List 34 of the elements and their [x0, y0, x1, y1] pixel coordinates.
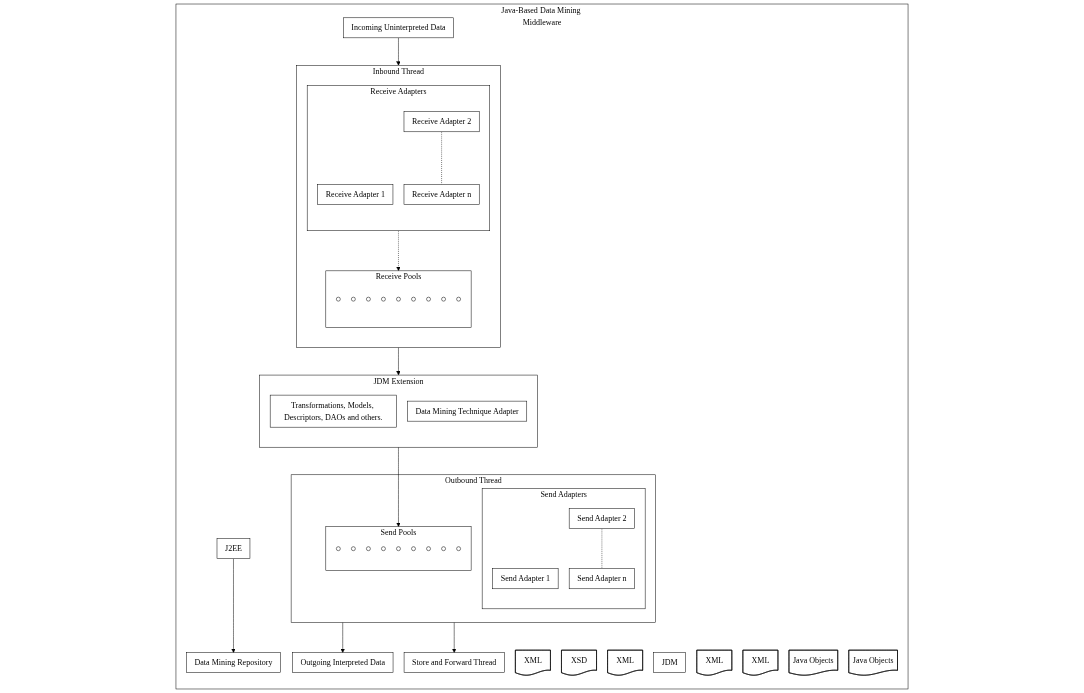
cluster: Send Pools [325, 526, 472, 571]
node-box: J2EE [216, 538, 251, 559]
node-circle [351, 296, 356, 302]
node-circle [441, 296, 446, 302]
node-circle [381, 296, 386, 302]
node-box: Data Mining Repository [186, 652, 281, 673]
node-circle [426, 296, 431, 302]
node-box: Store and Forward Thread [403, 652, 505, 673]
node-box: Send Adapter 1 [492, 568, 559, 590]
node-circle [441, 546, 446, 551]
node-box: JDM [653, 652, 686, 673]
node-circle [396, 296, 401, 302]
node-box: Incoming Uninterpreted Data [343, 17, 454, 39]
cluster: Receive Pools [325, 270, 472, 328]
node-circle [426, 546, 431, 551]
node-box: Data Mining Technique Adapter [407, 400, 527, 422]
node-circle [411, 546, 416, 551]
node-box: Receive Adapter n [403, 184, 480, 205]
node-circle [366, 546, 371, 551]
node-box: Receive Adapter 1 [317, 184, 394, 205]
node-box: Receive Adapter 2 [403, 111, 480, 133]
node-circle [456, 296, 461, 302]
node-circle [336, 546, 341, 551]
node-box: Transformations, Models, Descriptors, DAOs and others. [269, 394, 397, 428]
node-circle [336, 296, 341, 302]
node-box: Outgoing Interpreted Data [292, 652, 394, 673]
node-circle [456, 546, 461, 551]
node-circle [381, 546, 386, 551]
node-box: Send Adapter n [568, 568, 635, 590]
node-circle [366, 296, 371, 302]
node-circle [351, 546, 356, 551]
node-box: Send Adapter 2 [568, 508, 635, 529]
node-circle [396, 546, 401, 551]
node-circle [411, 296, 416, 302]
